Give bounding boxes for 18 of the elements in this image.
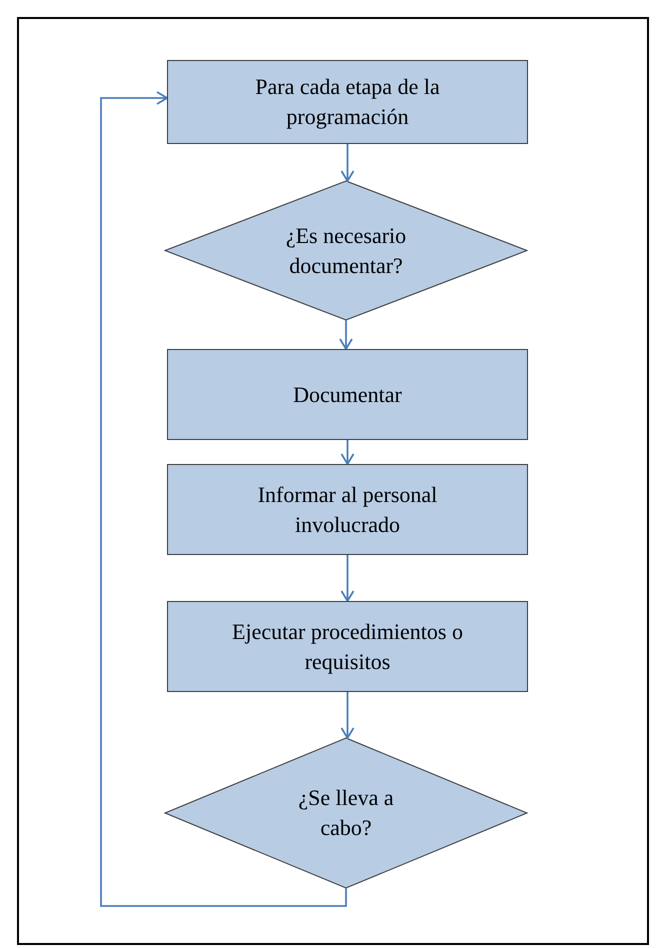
arrow	[340, 144, 354, 182]
node-label: ¿Es necesario documentar?	[284, 222, 408, 280]
arrow	[340, 692, 354, 739]
process-box	[167, 60, 528, 144]
node-label: Para cada etapa de la programación	[254, 73, 441, 131]
node-label: Documentar	[293, 380, 402, 408]
arrow	[100, 91, 347, 907]
arrow	[340, 440, 354, 465]
arrow	[340, 555, 354, 602]
process-box	[167, 464, 528, 555]
node-label: ¿Se lleva a cabo?	[297, 784, 395, 842]
decision-diamond	[164, 737, 528, 889]
process-box	[167, 601, 528, 692]
decision-diamond	[164, 180, 528, 321]
node-label: Ejecutar procedimientos o requisitos	[231, 618, 464, 676]
arrow	[339, 320, 353, 350]
node-label: Informar al personal involucrado	[256, 480, 438, 538]
process-box	[167, 349, 528, 440]
